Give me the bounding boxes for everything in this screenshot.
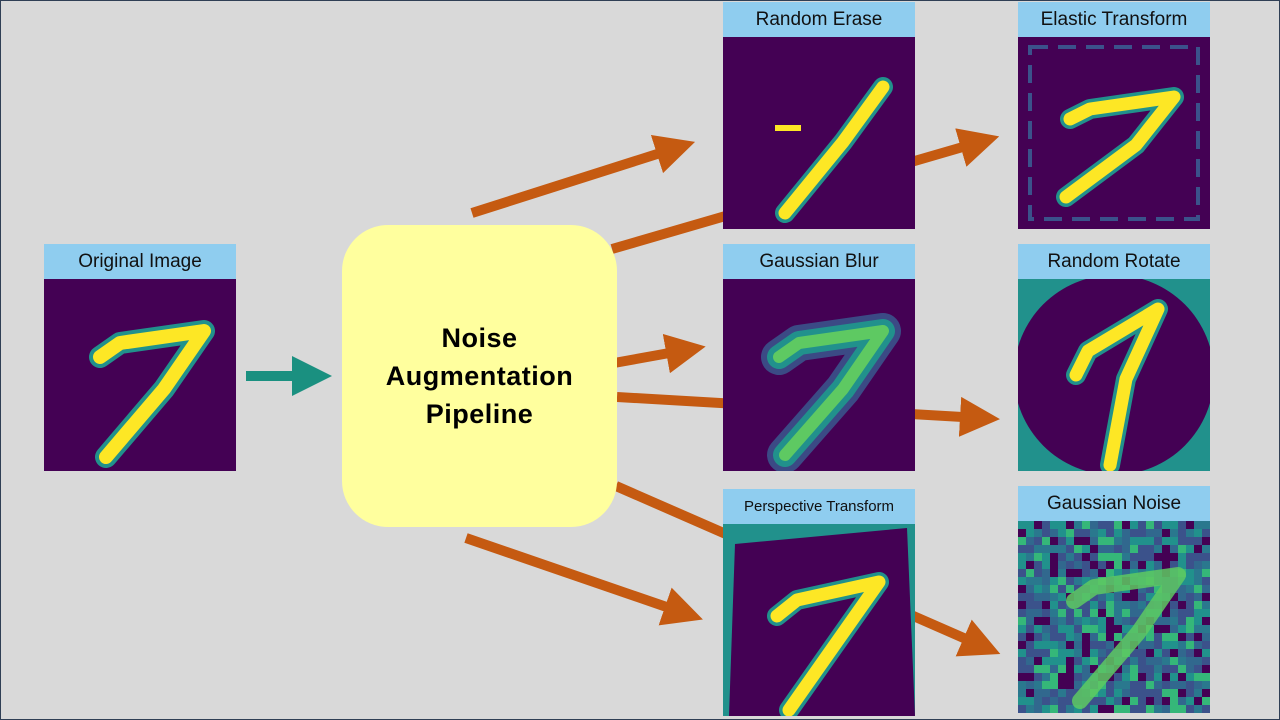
digit-image-random-rotate (1018, 279, 1210, 471)
digit-image-gaussian-noise (1018, 521, 1210, 713)
card-random-rotate: Random Rotate (1018, 244, 1210, 471)
digit-image-original (44, 279, 236, 471)
card-label-gaussian-blur: Gaussian Blur (723, 244, 915, 279)
digit-image-elastic-transform (1018, 37, 1210, 229)
digit-image-perspective-transform (723, 524, 915, 716)
arrow-pipeline-to-perspective-transform (464, 533, 703, 626)
arrow-pipeline-to-random-erase (470, 135, 696, 218)
card-label-random-erase: Random Erase (723, 2, 915, 37)
pipeline-title-line2: Augmentation (385, 361, 574, 391)
card-gaussian-blur: Gaussian Blur (723, 244, 915, 471)
digit-image-random-erase (723, 37, 915, 229)
arrow-pipeline-to-gaussian-blur (613, 333, 706, 374)
card-perspective-transform: Perspective Transform (723, 489, 915, 716)
digit-image-gaussian-blur (723, 279, 915, 471)
card-random-erase: Random Erase (723, 2, 915, 229)
pipeline-title-line3: Pipeline (425, 399, 534, 429)
card-elastic-transform: Elastic Transform (1018, 2, 1210, 229)
card-label-random-rotate: Random Rotate (1018, 244, 1210, 279)
pipeline-title-line1: Noise (441, 323, 518, 353)
card-original-image: Original Image (44, 244, 236, 471)
card-label-original: Original Image (44, 244, 236, 279)
card-label-gaussian-noise: Gaussian Noise (1018, 486, 1210, 521)
card-label-perspective-transform: Perspective Transform (723, 489, 915, 524)
card-label-elastic-transform: Elastic Transform (1018, 2, 1210, 37)
card-gaussian-noise: Gaussian Noise (1018, 486, 1210, 713)
noise-augmentation-pipeline-box: Noise Augmentation Pipeline (342, 225, 617, 527)
